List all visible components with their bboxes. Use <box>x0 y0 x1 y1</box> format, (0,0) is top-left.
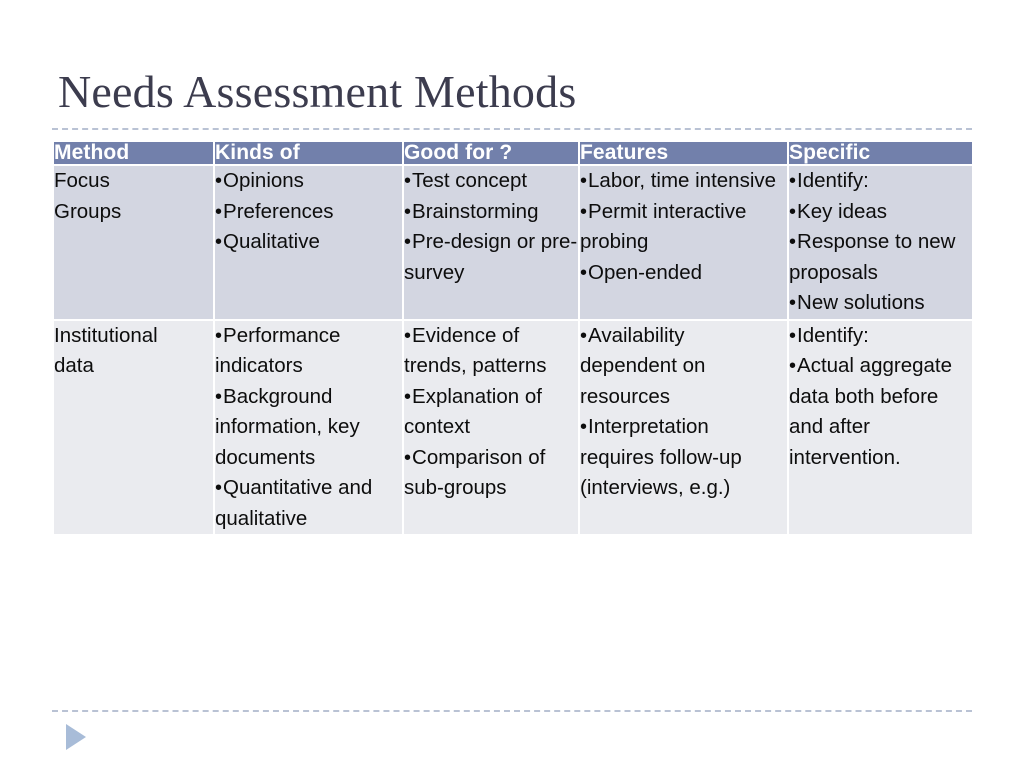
bullet-item: Identify: <box>789 321 972 352</box>
bullet-item: Comparison of sub-groups <box>404 443 578 504</box>
column-header-features: Features <box>580 142 787 164</box>
cell-content: Test conceptBrainstormingPre-design or p… <box>404 166 578 288</box>
bullet-item: Qualitative <box>215 227 402 258</box>
bullet-item: Interpretation requires follow-up (inter… <box>580 412 787 504</box>
text-line: data <box>54 354 94 377</box>
text-line: Focus <box>54 169 110 192</box>
bullet-item: Availability dependent on resources <box>580 321 787 413</box>
cell-content: Labor, time intensivePermit interactive … <box>580 166 787 288</box>
column-header-method: Method <box>54 142 213 164</box>
bullet-item: Key ideas <box>789 197 972 228</box>
bullet-item: Permit interactive probing <box>580 197 787 258</box>
bullet-item: Performance indicators <box>215 321 402 382</box>
column-header-kinds-of: Kinds of <box>215 142 402 164</box>
table-header-row: Method Kinds of Good for ? Features Spec… <box>54 142 972 164</box>
bullet-item: New solutions <box>789 288 972 319</box>
table-cell-focus-groups-features: Labor, time intensivePermit interactive … <box>580 166 787 319</box>
bullet-item: Identify: <box>789 166 972 197</box>
table-cell-institutional-data-good-for: Evidence of trends, patternsExplanation … <box>404 320 578 534</box>
table-cell-focus-groups-specific: Identify:Key ideasResponse to new propos… <box>789 166 972 319</box>
text-line: Groups <box>54 199 122 223</box>
table-row: Institutional data Performance indicatorsB… <box>54 320 972 535</box>
column-header-good-for: Good for ? <box>404 142 578 164</box>
cell-content: Identify:Key ideasResponse to new propos… <box>789 166 972 319</box>
bullet-item: Explanation of context <box>404 382 578 443</box>
cell-content: Institutional data <box>54 321 213 382</box>
cell-content: Evidence of trends, patternsExplanation … <box>404 321 578 504</box>
cell-content: Availability dependent on resourcesInter… <box>580 321 787 504</box>
cell-content: Performance indicatorsBackground informa… <box>215 321 402 535</box>
table-cell-focus-groups-good-for: Test conceptBrainstormingPre-design or p… <box>404 166 578 319</box>
needs-assessment-methods-table: Method Kinds of Good for ? Features Spec… <box>52 140 974 536</box>
table-cell-institutional-data-features: Availability dependent on resourcesInter… <box>580 320 787 534</box>
bullet-item: Opinions <box>215 166 402 197</box>
bullet-item: Quantitative and qualitative <box>215 473 402 534</box>
bullet-item: Open-ended <box>580 258 787 289</box>
table-cell-focus-groups-kinds-of: OpinionsPreferencesQualitative <box>215 166 402 319</box>
bullet-item: Pre-design or pre-survey <box>404 227 578 288</box>
text-line: Institutional <box>54 323 158 347</box>
table-cell-institutional-data-kinds-of: Performance indicatorsBackground informa… <box>215 320 402 535</box>
table-body: FocusGroupsOpinionsPreferencesQualitativ… <box>54 166 972 534</box>
table-cell-institutional-data-specific: Identify:Actual aggregate data both befo… <box>789 320 972 534</box>
play-triangle-icon[interactable] <box>66 724 86 750</box>
footer-divider-rule <box>52 710 972 712</box>
bullet-item: Actual aggregate data both before and af… <box>789 351 972 473</box>
table-cell-institutional-data-method: Institutional data <box>54 320 213 534</box>
bullet-item: Test concept <box>404 166 578 197</box>
bullet-item: Preferences <box>215 197 402 228</box>
title-divider-rule <box>52 128 972 130</box>
column-header-specific: Specific <box>789 142 972 164</box>
cell-content: OpinionsPreferencesQualitative <box>215 166 402 258</box>
bullet-item: Labor, time intensive <box>580 166 787 197</box>
page-title: Needs Assessment Methods <box>58 66 577 117</box>
cell-content: Identify:Actual aggregate data both befo… <box>789 321 972 474</box>
table-row: FocusGroupsOpinionsPreferencesQualitativ… <box>54 166 972 319</box>
bullet-item: Response to new proposals <box>789 227 972 288</box>
bullet-item: Evidence of trends, patterns <box>404 321 578 382</box>
bullet-item: Brainstorming <box>404 197 578 228</box>
bullet-item: Background information, key documents <box>215 382 402 474</box>
